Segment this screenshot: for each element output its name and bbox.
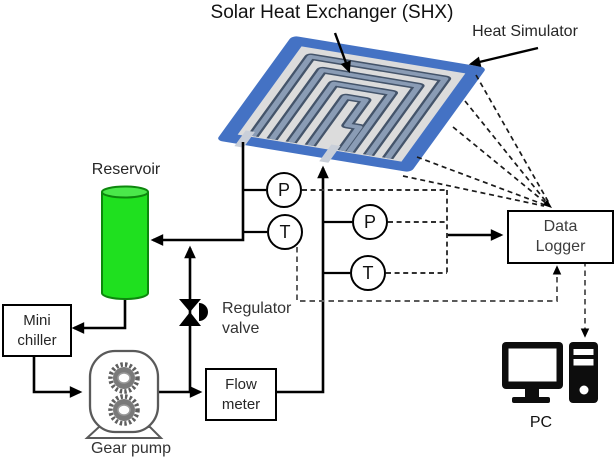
pc-label: PC	[529, 414, 553, 431]
channel-fill	[249, 54, 449, 159]
reservoir-to-chiller-line	[71, 297, 127, 334]
reservoir-icon	[101, 185, 149, 300]
pc-icon	[502, 342, 598, 403]
chiller-to-pump-line	[32, 353, 83, 398]
outlet-temperature-sensor: T	[267, 214, 303, 250]
datalogger-wiring	[296, 247, 590, 338]
regulator-valve-label-line2: valve	[222, 319, 260, 337]
flow-meter-line1: Flow	[225, 376, 257, 394]
inlet-temperature-sensor: T	[350, 255, 386, 291]
regulator-valve-label: Regulator valve	[222, 299, 291, 338]
solar-heat-exchanger-panel	[218, 36, 485, 172]
flow-meter-box: Flow meter	[205, 368, 277, 421]
shx-outlet-line	[150, 142, 245, 246]
regulator-valve-label-line1: Regulator	[222, 300, 292, 317]
heat-simulator-rays	[402, 74, 550, 207]
shx-label-arrow	[333, 32, 351, 74]
heat-simulator-label: Heat Simulator	[472, 23, 578, 40]
data-logger-box: Data Logger	[507, 210, 614, 264]
gear-pump-label: Gear pump	[90, 440, 172, 457]
gear-bottom-icon	[108, 394, 140, 426]
t1-to-datalogger-wire	[296, 247, 562, 302]
data-logger-line2: Logger	[535, 238, 586, 255]
gear-pump-icon	[84, 349, 164, 439]
sensor-wiring	[302, 189, 448, 274]
outlet-pressure-sensor: P	[266, 172, 302, 208]
heat-simulator-label-arrow	[468, 46, 539, 68]
flow-meter-line2: meter	[221, 395, 261, 413]
mini-chiller-line2: chiller	[17, 331, 57, 349]
monitor-icon	[502, 342, 563, 403]
diagram-title: Solar Heat Exchanger (SHX)	[210, 2, 454, 23]
flowmeter-to-shx-line	[272, 165, 329, 394]
mini-chiller-line1: Mini	[23, 312, 51, 330]
mini-chiller-box: Mini chiller	[2, 304, 72, 357]
reservoir-label: Reservoir	[91, 161, 161, 178]
inlet-pressure-sensor: P	[352, 204, 388, 240]
panel-outlet-port	[234, 130, 255, 148]
panel-inlet-port	[319, 144, 341, 163]
label-arrows	[333, 32, 539, 74]
data-logger-line1: Data	[543, 217, 578, 235]
rays-arrowhead-icon	[542, 199, 552, 208]
gear-top-icon	[108, 362, 140, 394]
tower-icon	[569, 342, 598, 403]
regulator-valve-icon	[179, 299, 208, 326]
